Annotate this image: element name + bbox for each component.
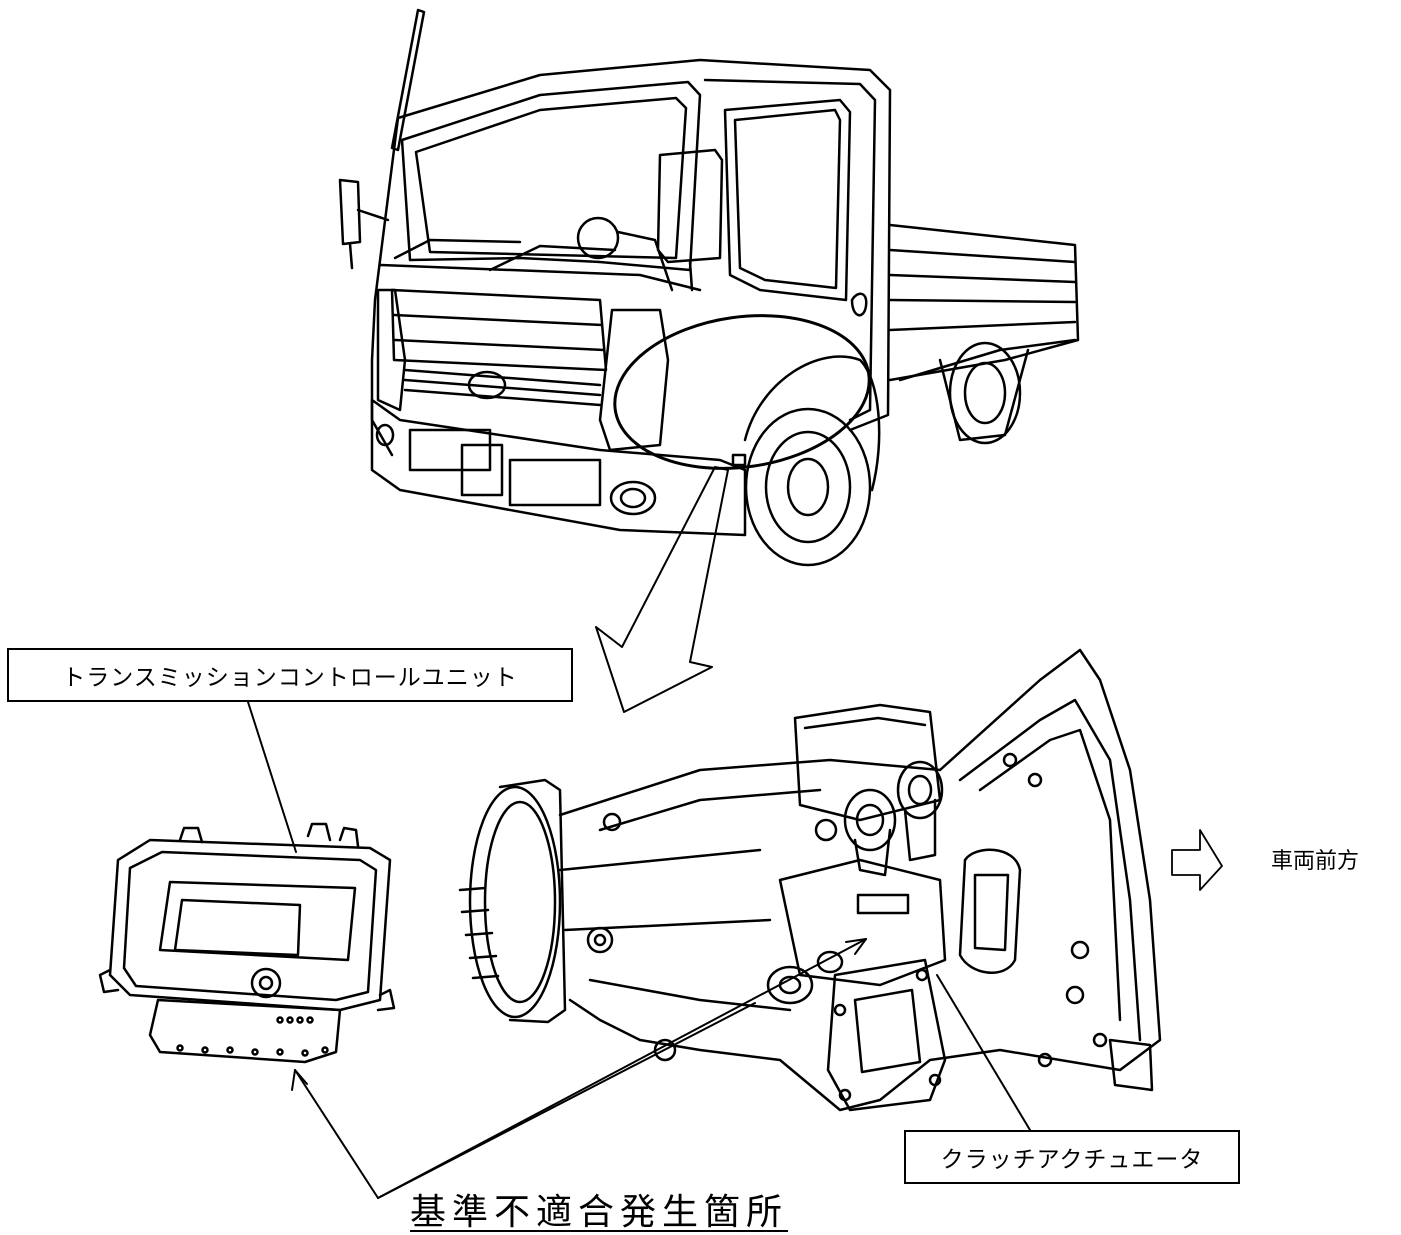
clutch-actuator-label: クラッチアクチュエータ: [904, 1130, 1240, 1184]
tcu-leader-line: [247, 701, 297, 853]
vehicle-front-label: 車両前方: [1271, 849, 1360, 874]
front-direction-arrow: [1171, 829, 1223, 891]
truck-illustration: [338, 8, 1080, 567]
tcu-label: トランスミッションコントロールユニット: [7, 648, 573, 702]
defect-arrows: [291, 938, 867, 1199]
actuator-leader-line: [936, 974, 1031, 1131]
highlight-ellipse: [613, 314, 871, 470]
tcu-illustration: [98, 822, 396, 1064]
callout-arrow: [595, 466, 729, 713]
transmission-illustration: [458, 648, 1162, 1112]
defect-location-label: 基準不適合発生箇所: [410, 1192, 789, 1233]
